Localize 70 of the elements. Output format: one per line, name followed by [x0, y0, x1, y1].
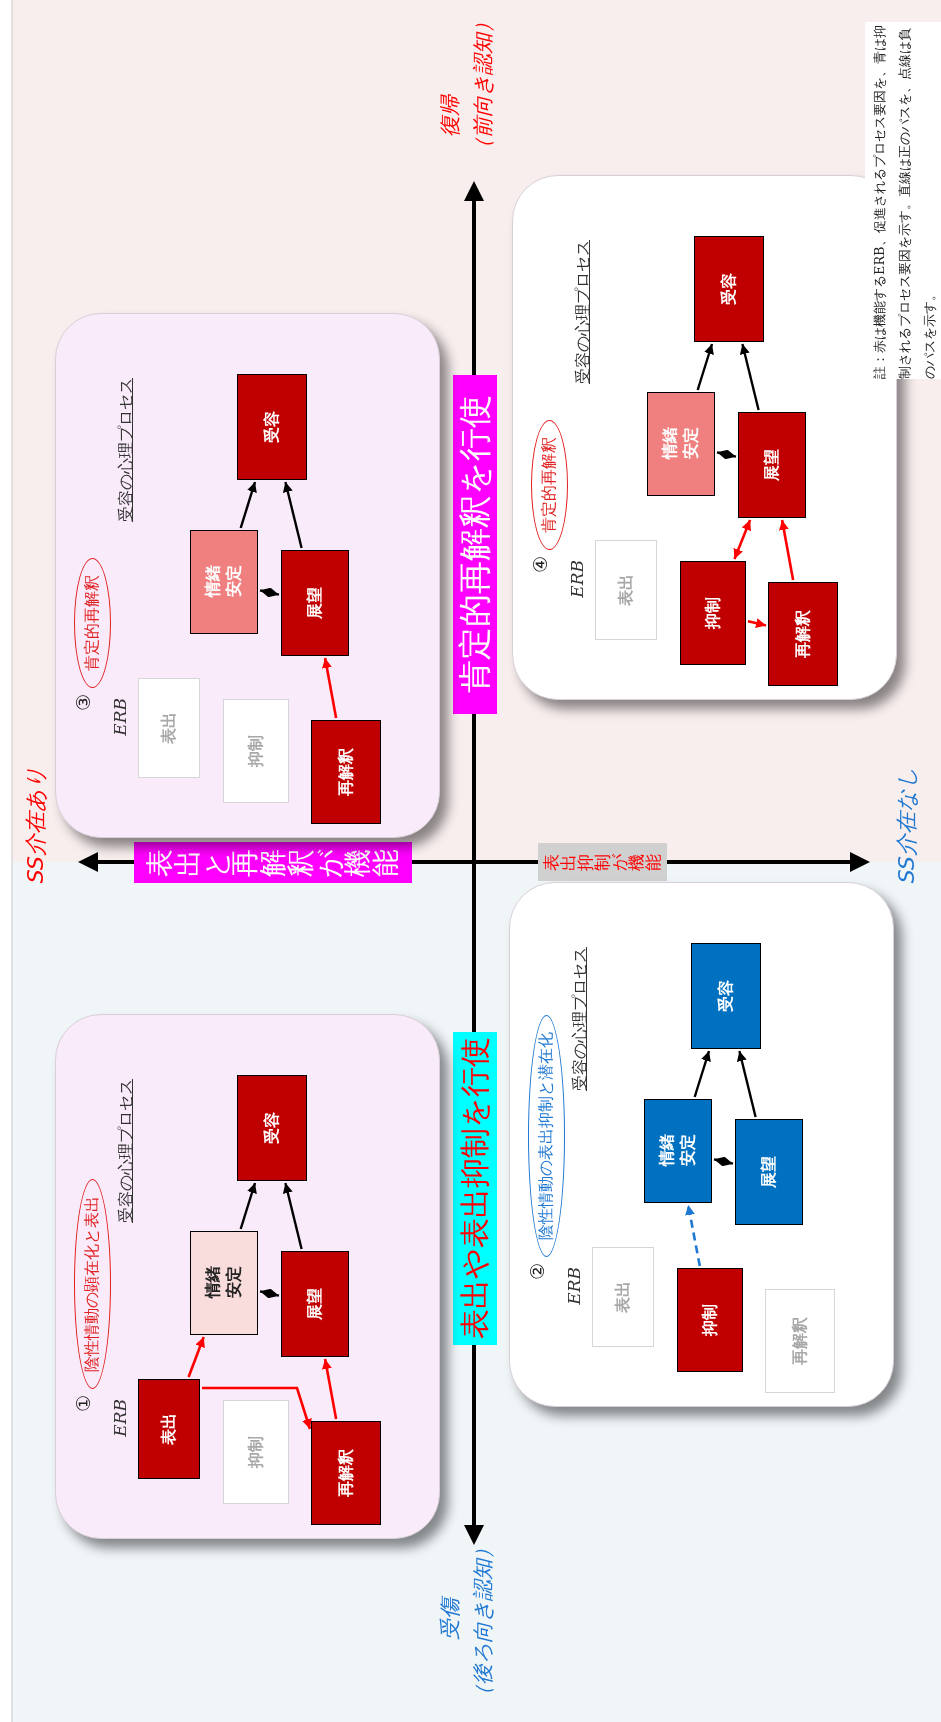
- process-box: 再解釈: [311, 720, 381, 824]
- process-box: 展望: [281, 1251, 349, 1357]
- process-box: 表出: [138, 1379, 200, 1479]
- process-box: 再解釈: [768, 582, 838, 686]
- subtitle-text: 受容の心理プロセス: [116, 378, 136, 522]
- card-number: ④: [529, 556, 551, 574]
- axis-label: （前向き認知）: [470, 12, 496, 159]
- card-number: ②: [526, 1263, 548, 1281]
- subtitle-text: 受容の心理プロセス: [573, 240, 593, 384]
- process-box: 情緒安定: [190, 1231, 258, 1335]
- subtitle-text: 受容の心理プロセス: [570, 947, 590, 1091]
- card-number: ①: [72, 1395, 94, 1413]
- arrow: [739, 343, 760, 411]
- subtitle-text: 受容の心理プロセス: [116, 1079, 136, 1223]
- process-box: 受容: [237, 374, 307, 480]
- arrow: [713, 1156, 734, 1167]
- arrow: [239, 1182, 257, 1230]
- inactive-box: 表出: [595, 540, 657, 640]
- arrow: [779, 519, 795, 581]
- arrow: [733, 519, 752, 560]
- card: [55, 1014, 440, 1539]
- process-box: 抑制: [680, 561, 746, 665]
- process-box: 情緒安定: [190, 530, 258, 634]
- arrow: [736, 1050, 757, 1118]
- process-box: 展望: [735, 1119, 803, 1225]
- arrow: [716, 449, 737, 460]
- arrow: [685, 1204, 702, 1267]
- arrow: [282, 481, 303, 549]
- axis-band-label: 肯定的再解釈を行使: [453, 375, 497, 714]
- process-box: 受容: [694, 236, 764, 342]
- arrow: [259, 587, 280, 598]
- arrow: [747, 618, 767, 628]
- inactive-box: 表出: [138, 678, 200, 778]
- inactive-box: 抑制: [223, 699, 289, 803]
- axis-label: 復帰: [437, 95, 463, 137]
- label-text: ERB: [110, 1399, 130, 1437]
- inactive-box: 再解釈: [765, 1289, 835, 1393]
- card: [55, 313, 440, 838]
- process-box: 情緒安定: [647, 392, 715, 496]
- card-number: ③: [72, 694, 94, 712]
- arrow: [696, 343, 714, 391]
- arrow: [693, 1050, 711, 1098]
- axis-band-label: 表出抑制が機能: [538, 843, 667, 881]
- process-box: 受容: [237, 1075, 307, 1181]
- label-text: ERB: [110, 698, 130, 736]
- process-box: 再解釈: [311, 1421, 381, 1525]
- axis-label: SS介在なし: [893, 766, 920, 884]
- process-box: 展望: [738, 412, 806, 518]
- arrow: [239, 481, 257, 529]
- process-box: 受容: [691, 943, 761, 1049]
- arrow: [322, 657, 338, 719]
- inactive-box: 抑制: [223, 1400, 289, 1504]
- process-box: 展望: [281, 550, 349, 656]
- axis-band-label: 表出と再解釈が機能: [134, 842, 412, 883]
- axis-label: SS介在あり: [22, 766, 49, 884]
- process-box: 抑制: [677, 1268, 743, 1372]
- card: [509, 882, 894, 1407]
- arrow: [259, 1288, 280, 1299]
- process-box: 情緒安定: [644, 1099, 712, 1203]
- arrow: [187, 1336, 205, 1378]
- label-text: ERB: [564, 1267, 584, 1305]
- axis-label: 受傷: [437, 1598, 463, 1640]
- axis-band-label: 表出や表出抑制を行使: [453, 1032, 497, 1345]
- label-text: ERB: [567, 560, 587, 598]
- arrow: [282, 1182, 303, 1250]
- arrow: [202, 1386, 312, 1430]
- note-text: 註：赤は機能するERB、促進されるプロセス要因を、青は抑制されるプロセス要因を示す。直線は正のパスを、点線は負のパスを示す。: [865, 22, 941, 379]
- arrow: [322, 1358, 338, 1420]
- inactive-box: 表出: [592, 1247, 654, 1347]
- axis-label: （後ろ向き認知）: [470, 1538, 496, 1706]
